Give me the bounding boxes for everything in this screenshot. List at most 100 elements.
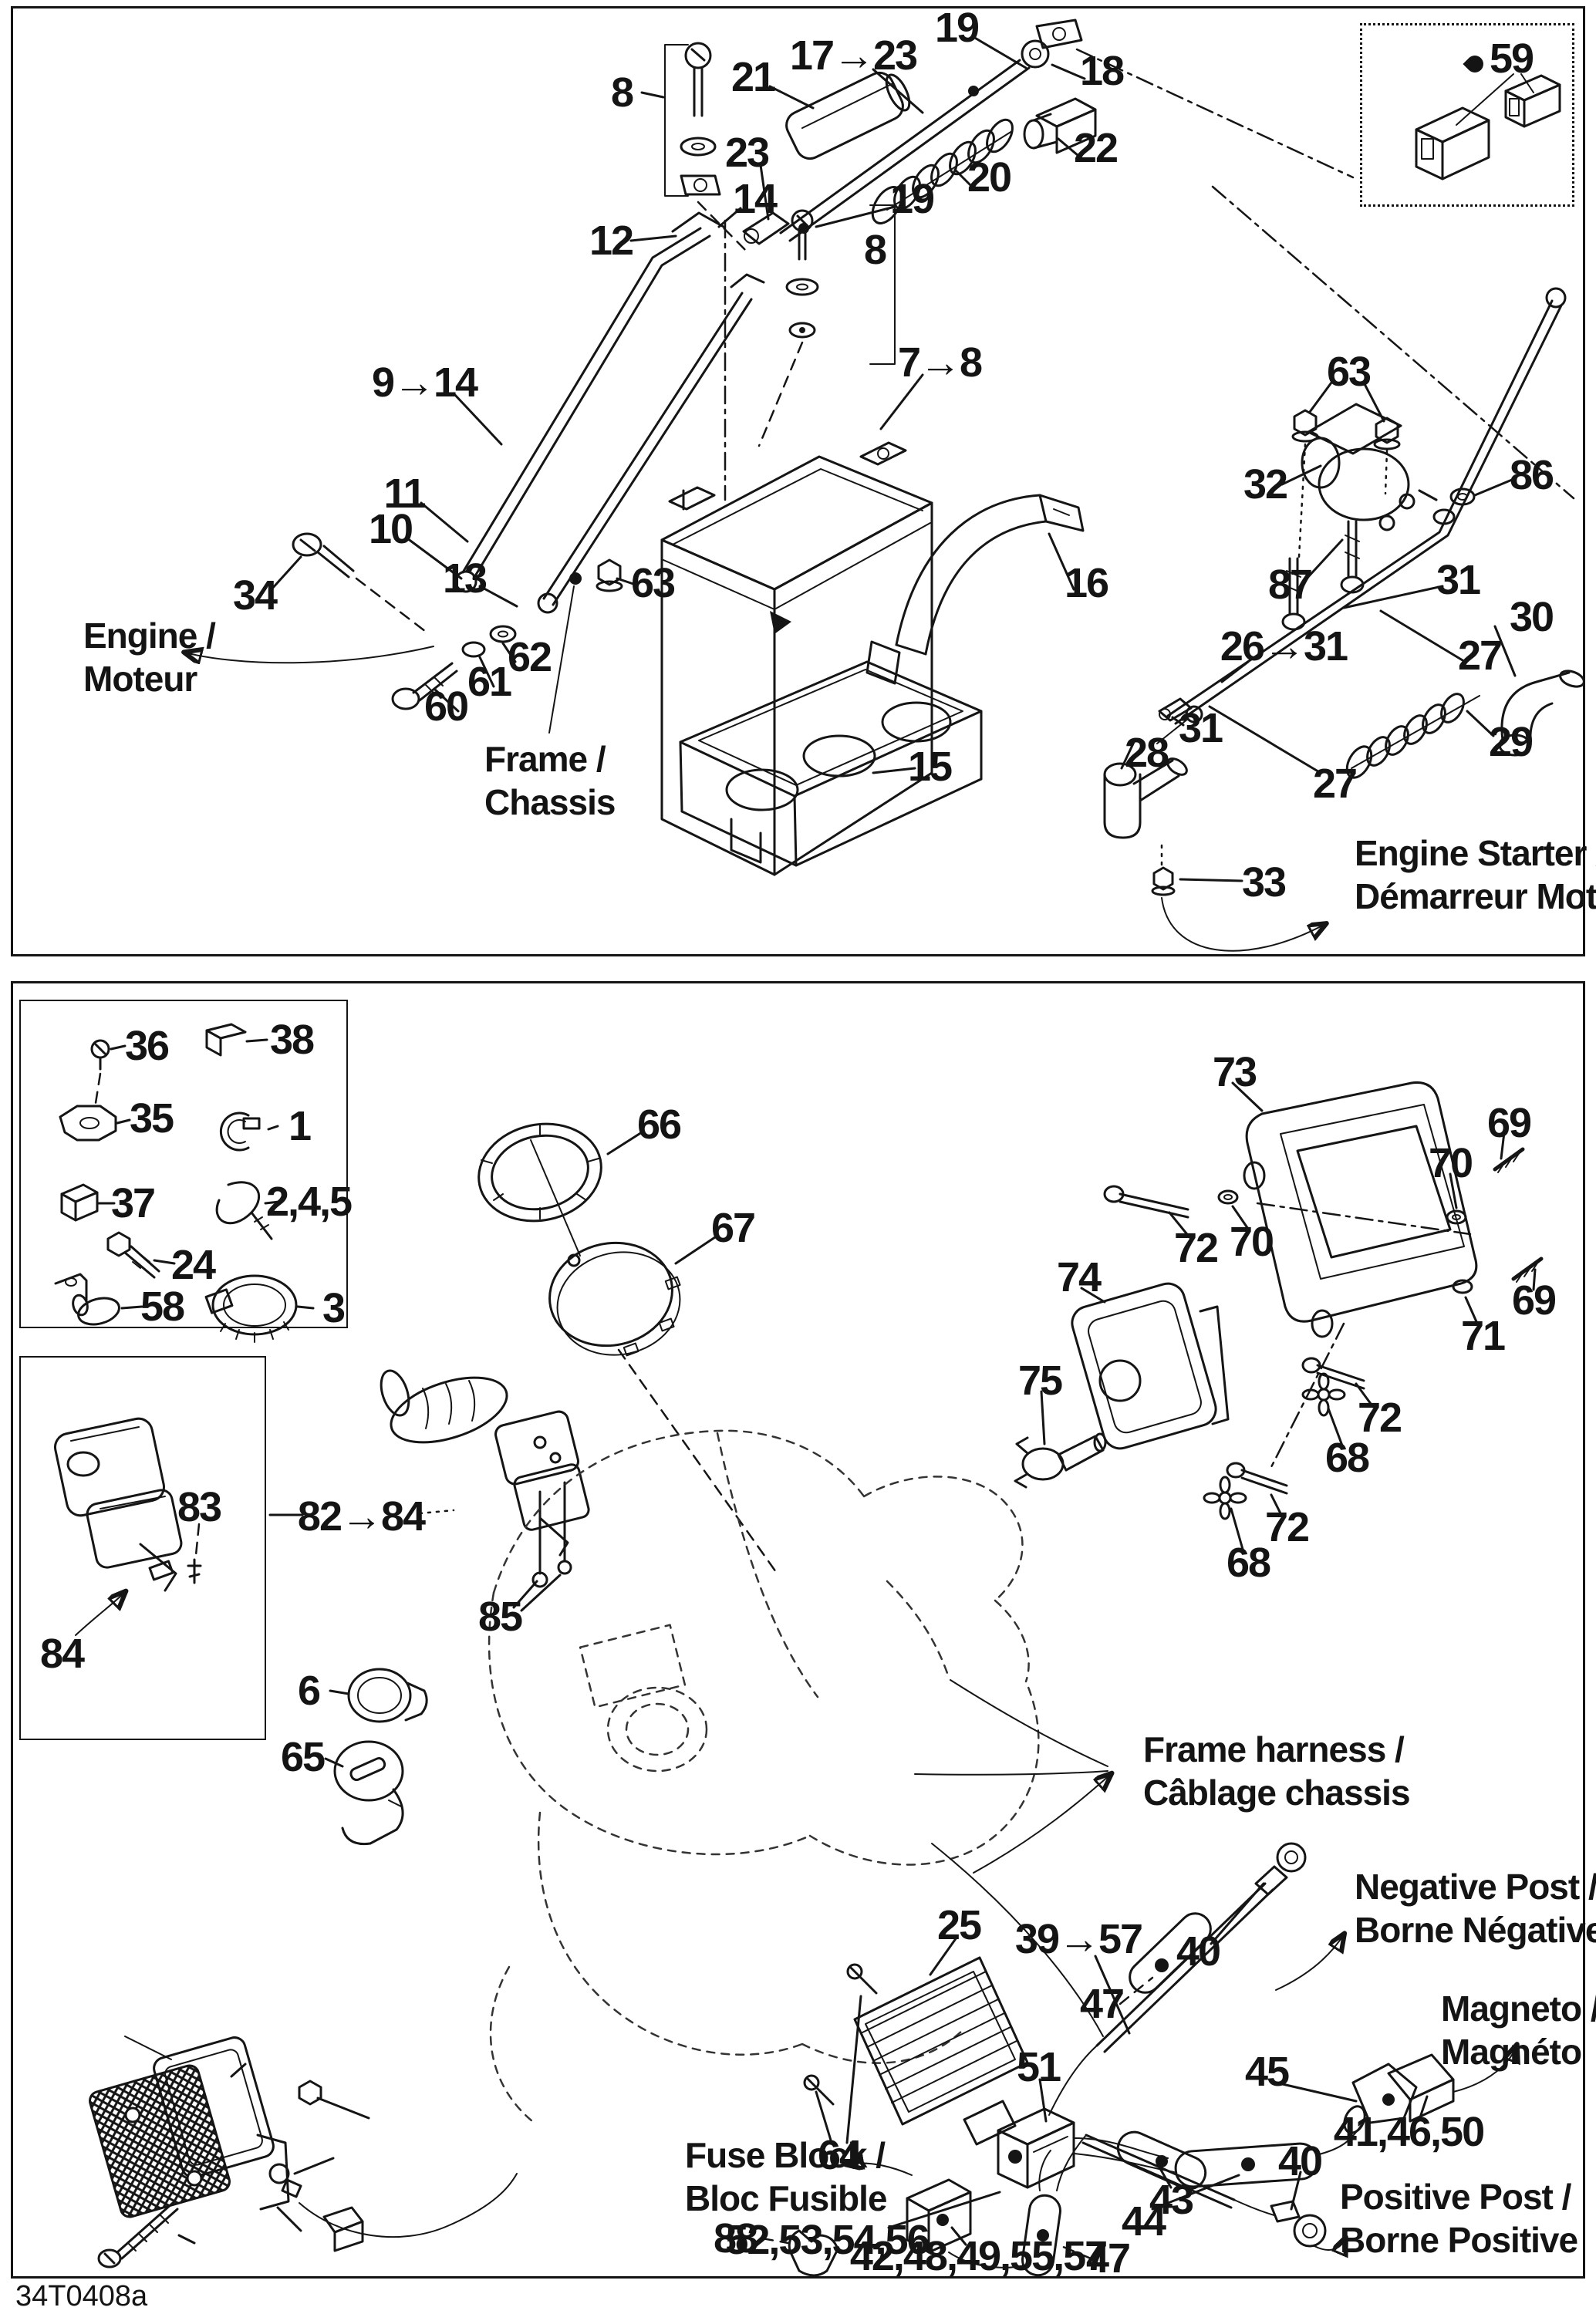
taillight-assembly bbox=[89, 2036, 518, 2268]
callout-40: 40 bbox=[1176, 1928, 1221, 1975]
callout-51: 51 bbox=[1016, 2044, 1061, 2090]
callout-68: 68 bbox=[1324, 1435, 1370, 1481]
label-engine-starter: Engine Starter /Démarreur Moteur bbox=[1355, 833, 1596, 917]
callout-25: 25 bbox=[936, 1902, 982, 1948]
label-magneto: Magneto /Magnéto bbox=[1441, 1988, 1596, 2073]
callout-29: 29 bbox=[1488, 719, 1534, 765]
relay-connectors-59 bbox=[1415, 73, 1561, 180]
callout-61: 61 bbox=[467, 659, 512, 705]
battery-drawing bbox=[660, 441, 933, 876]
main-harness-drawing bbox=[788, 1842, 1455, 2277]
cap-6-drawing bbox=[347, 1668, 428, 1723]
page-code: 34T0408a bbox=[15, 2280, 148, 2312]
headlight-assembly bbox=[1014, 1081, 1544, 1520]
battery-tray-drawing bbox=[679, 660, 983, 867]
callout-82-84: 82→84 bbox=[297, 1493, 426, 1540]
callout-65: 65 bbox=[280, 1734, 326, 1780]
callout-47: 47 bbox=[1085, 2235, 1131, 2282]
callout-7-8: 7→8 bbox=[897, 339, 983, 386]
callout-52-53-54-56: 52,53,54,56 bbox=[725, 2217, 930, 2263]
callout-24: 24 bbox=[170, 1242, 216, 1288]
callout-27: 27 bbox=[1312, 761, 1358, 807]
callout-63: 63 bbox=[1326, 349, 1372, 395]
callout-2-4-5: 2,4,5 bbox=[265, 1179, 353, 1225]
callout-64: 64 bbox=[817, 2132, 862, 2178]
callout-38: 38 bbox=[269, 1017, 315, 1063]
lubricant-droplet-icon bbox=[1463, 52, 1487, 76]
callout-11: 11 bbox=[383, 471, 426, 517]
callout-75: 75 bbox=[1017, 1358, 1063, 1404]
callout-32: 32 bbox=[1243, 461, 1288, 508]
callout-35: 35 bbox=[129, 1095, 174, 1142]
callout-58: 58 bbox=[140, 1283, 185, 1330]
inset-box-connectors-59 bbox=[1360, 23, 1574, 207]
callout-87: 87 bbox=[1267, 562, 1313, 608]
callout-34: 34 bbox=[232, 572, 278, 619]
label-engine: Engine /Moteur bbox=[83, 616, 216, 700]
callout-60: 60 bbox=[423, 683, 469, 730]
callout-13: 13 bbox=[442, 555, 488, 602]
callout-19: 19 bbox=[934, 5, 980, 51]
callout-33: 33 bbox=[1241, 859, 1287, 906]
callout-70: 70 bbox=[1229, 1219, 1274, 1265]
callout-14: 14 bbox=[732, 176, 778, 222]
callout-36: 36 bbox=[124, 1023, 170, 1069]
inset-box-switch-84 bbox=[19, 1356, 266, 1740]
fastener-stack-top bbox=[664, 42, 751, 256]
callout-12: 12 bbox=[589, 218, 634, 264]
callout-37: 37 bbox=[110, 1180, 156, 1226]
vehicle-body-sketch bbox=[488, 1429, 1040, 2123]
callout-40: 40 bbox=[1277, 2138, 1323, 2184]
callout-41-46-50: 41,46,50 bbox=[1333, 2109, 1485, 2155]
callout-15: 15 bbox=[907, 744, 953, 790]
speedometer-bezel-drawing bbox=[477, 1122, 602, 1257]
callout-8: 8 bbox=[863, 227, 887, 273]
callout-43: 43 bbox=[1149, 2177, 1194, 2223]
callout-28: 28 bbox=[1124, 730, 1169, 776]
callout-67: 67 bbox=[710, 1205, 756, 1251]
callout-21: 21 bbox=[731, 54, 776, 100]
callout-22: 22 bbox=[1073, 125, 1119, 171]
callout-16: 16 bbox=[1064, 560, 1109, 606]
construction-lines-top bbox=[724, 48, 1575, 501]
label-negative-post: Negative Post /Borne Négative bbox=[1355, 1867, 1596, 1951]
battery-strap-drawing bbox=[865, 494, 1085, 685]
battery-hold-down-rods bbox=[454, 211, 765, 614]
callout-30: 30 bbox=[1509, 594, 1554, 640]
callout-1: 1 bbox=[288, 1103, 312, 1149]
starter-cable-drawing bbox=[1103, 287, 1585, 896]
ignition-switch-drawing bbox=[333, 1740, 404, 1846]
callout-26-31: 26→31 bbox=[1220, 623, 1348, 670]
callout-19: 19 bbox=[889, 176, 935, 222]
hardware-parts-box bbox=[54, 1023, 298, 1343]
label-frame-harness: Frame harness /Câblage chassis bbox=[1143, 1729, 1411, 1813]
callout-70: 70 bbox=[1428, 1140, 1473, 1186]
positive-cable-assembly bbox=[742, 19, 1097, 245]
callout-66: 66 bbox=[636, 1101, 682, 1148]
callout-84: 84 bbox=[39, 1631, 85, 1677]
callout-6: 6 bbox=[297, 1668, 321, 1714]
leader-lines bbox=[97, 35, 1537, 2260]
callout-8: 8 bbox=[610, 69, 634, 116]
callout-44: 44 bbox=[1121, 2198, 1166, 2245]
speedometer-gauge-drawing bbox=[548, 1241, 778, 1574]
label-fuse-block: Fuse Block /Bloc Fusible bbox=[685, 2135, 887, 2219]
label-positive-post: Positive Post /Borne Positive bbox=[1340, 2177, 1578, 2261]
callout-74: 74 bbox=[1056, 1254, 1102, 1300]
callout-69: 69 bbox=[1486, 1100, 1532, 1146]
callout-42-48-49-55-57: 42,48,49,55,57 bbox=[849, 2233, 1108, 2279]
callout-72: 72 bbox=[1173, 1225, 1219, 1271]
brake-switch-assembly-box bbox=[54, 1417, 202, 1636]
callout-72: 72 bbox=[1357, 1395, 1402, 1441]
callout-31: 31 bbox=[1178, 705, 1223, 751]
callout-85: 85 bbox=[477, 1594, 523, 1640]
callout-63: 63 bbox=[630, 560, 676, 606]
callout-31: 31 bbox=[1436, 557, 1481, 603]
pointer-arrows bbox=[185, 646, 1517, 2250]
callout-39-57: 39→57 bbox=[1014, 1916, 1143, 1962]
handlebar-switch-assembly bbox=[380, 1369, 590, 1588]
callout-83: 83 bbox=[177, 1484, 222, 1530]
callout-17-23: 17→23 bbox=[789, 32, 918, 79]
